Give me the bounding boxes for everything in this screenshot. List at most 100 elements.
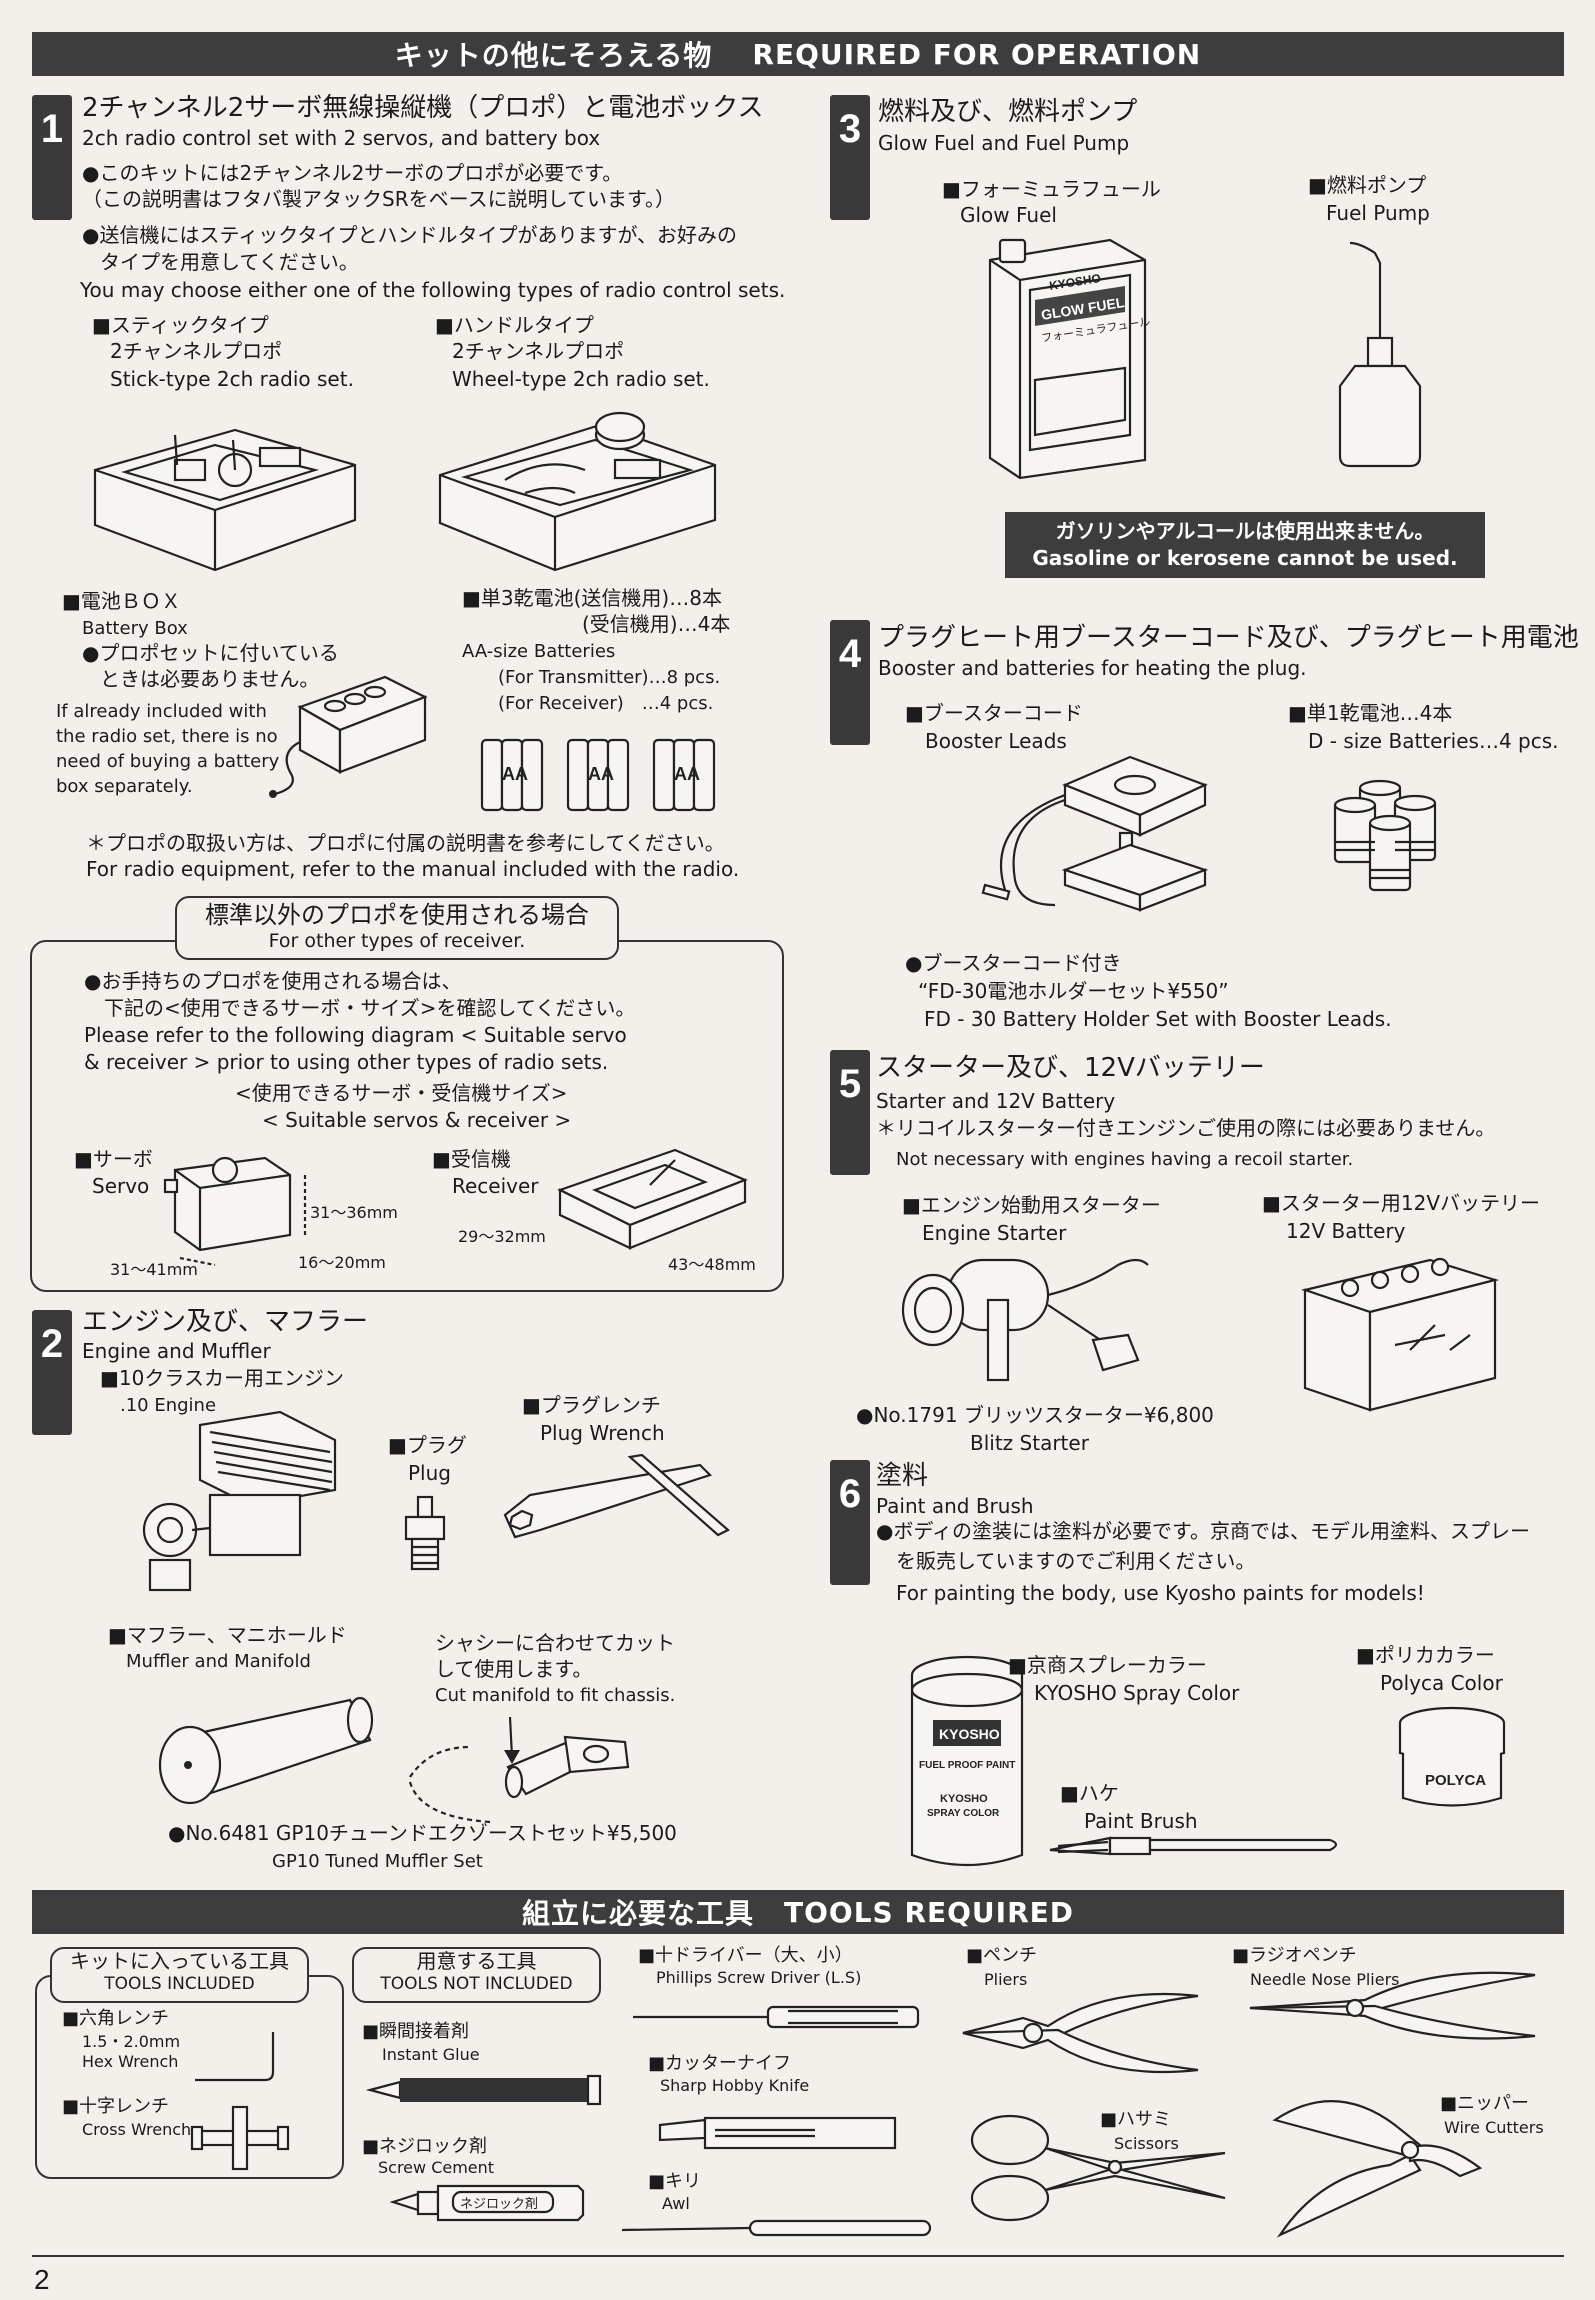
bottom-rule <box>32 2255 1564 2257</box>
tools-included-en: TOOLS INCLUDED <box>104 1974 255 1994</box>
paint-brush-en: Paint Brush <box>1084 1809 1198 1833</box>
glow-fuel-en: Glow Fuel <box>960 203 1057 227</box>
wheel-jp-b: 2チャンネルプロポ <box>452 339 625 363</box>
awl-en: Awl <box>662 2194 690 2213</box>
tools-included-title: キットに入っている工具 TOOLS INCLUDED <box>50 1947 309 2003</box>
fd30-en: FD - 30 Battery Holder Set with Booster … <box>924 1007 1392 1031</box>
stick-jp-a: ■スティックタイプ <box>92 313 269 337</box>
spray-can-line2: KYOSHO <box>940 1793 988 1805</box>
servo-jp: ■サーボ <box>74 1147 153 1171</box>
other-sub-en: < Suitable servos & receiver > <box>262 1108 572 1132</box>
warning-en: Gasoline or kerosene cannot be used. <box>1032 546 1458 570</box>
plug-wrench-en: Plug Wrench <box>540 1421 665 1445</box>
aa-en: AA-size Batteries <box>462 641 616 662</box>
scissors-illustration <box>970 2114 1226 2222</box>
paint-brush-jp: ■ハケ <box>1060 1781 1119 1805</box>
warning-jp: ガソリンやアルコールは使用出来ません。 <box>1055 519 1435 543</box>
aa-label-3: AA <box>674 764 700 784</box>
blitz-jp: ●No.1791 ブリッツスターター¥6,800 <box>856 1403 1214 1427</box>
tools-included-jp: キットに入っている工具 <box>70 1949 289 1973</box>
s1-manual-jp: ＊プロポの取扱い方は、プロポに付属の説明書を参考にしてください。 <box>86 831 725 855</box>
aa-label-1: AA <box>502 764 528 784</box>
glow-fuel-jp: ■フォーミュラフュール <box>942 177 1161 201</box>
s5-title-en: Starter and 12V Battery <box>876 1089 1116 1113</box>
servo-height: 31〜36mm <box>310 1203 398 1222</box>
d-batteries-illustration <box>1333 779 1437 892</box>
section-5-number: 5 <box>830 1050 870 1175</box>
screw-cement-en: Screw Cement <box>378 2158 495 2177</box>
battbox-note-en-4: box separately. <box>56 776 193 797</box>
muffler-set-jp: ●No.6481 GP10チューンドエクゾーストセット¥5,500 <box>168 1821 677 1845</box>
battery-box-illustration <box>269 675 428 798</box>
servo-illustration <box>163 1156 307 1267</box>
12v-battery-en: 12V Battery <box>1286 1219 1406 1243</box>
booster-cord-illustration <box>981 755 1209 912</box>
d-battery-jp: ■単1乾電池…4本 <box>1288 701 1453 725</box>
receiver-en: Receiver <box>452 1174 539 1198</box>
tools-banner: 組立に必要な工具 TOOLS REQUIRED <box>32 1890 1564 1934</box>
other-receiver-title: 標準以外のプロポを使用される場合 For other types of rece… <box>175 896 619 960</box>
spray-can-illustration: KYOSHO FUEL PROOF PAINT KYOSHO SPRAY COL… <box>910 1655 1024 1867</box>
s2-title-en: Engine and Muffler <box>82 1339 271 1363</box>
s1-note2-en: You may choose either one of the followi… <box>80 278 786 302</box>
other-sub-jp: <使用できるサーボ・受信機サイズ> <box>235 1081 568 1105</box>
s1-manual-en: For radio equipment, refer to the manual… <box>86 857 740 881</box>
tools-banner-jp: 組立に必要な工具 <box>521 1897 754 1930</box>
12v-battery-illustration <box>1301 1257 1500 1412</box>
section-2-number: 2 <box>32 1310 72 1435</box>
manifold-illustration <box>408 1716 630 1824</box>
spray-can-brand: KYOSHO <box>939 1726 1000 1742</box>
engine-jp: ■10クラスカー用エンジン <box>100 1366 344 1390</box>
section-3-number: 3 <box>830 95 870 220</box>
battbox-note-en-1: If already included with <box>56 701 267 722</box>
s6-title-en: Paint and Brush <box>876 1494 1034 1518</box>
fd30-jp-a: ●ブースターコード付き <box>905 951 1122 975</box>
plug-illustration <box>404 1495 446 1571</box>
receiver-depth: 29〜32mm <box>458 1227 546 1246</box>
awl-illustration <box>621 2219 932 2237</box>
tools-banner-en: TOOLS REQUIRED <box>783 1895 1075 1929</box>
screwdriver-jp: ■十ドライバー（大、小） <box>638 1945 853 1966</box>
d-battery-en: D - size Batteries…4 pcs. <box>1308 729 1559 753</box>
aa-jp-b: (受信機用)…4本 <box>582 612 731 636</box>
s1-note2-jp-b: タイプを用意してください。 <box>100 250 359 274</box>
cross-wrench-illustration <box>190 2105 290 2171</box>
fd30-jp-b: “FD-30電池ホルダーセット¥550” <box>918 979 1229 1003</box>
screw-cement-label: ネジロック剤 <box>460 2196 538 2212</box>
s6-note-jp-a: ●ボディの塗装には塗料が必要です。京商では、モデル用塗料、スプレー <box>876 1519 1531 1543</box>
needle-pliers-jp: ■ラジオペンチ <box>1232 1945 1357 1966</box>
s5-note-jp: ＊リコイルスターター付きエンジンご使用の際には必要ありません。 <box>876 1116 1496 1140</box>
pliers-en: Pliers <box>984 1970 1028 1989</box>
s3-title-en: Glow Fuel and Fuel Pump <box>878 131 1130 155</box>
12v-battery-jp: ■スターター用12Vバッテリー <box>1262 1191 1541 1215</box>
s1-note1-jp-a: ●このキットには2チャンネル2サーボのプロポが必要です。 <box>82 161 623 185</box>
cross-wrench-en: Cross Wrench <box>82 2120 192 2139</box>
hex-wrench-jp: ■六角レンチ <box>62 2008 170 2029</box>
instant-glue-jp: ■瞬間接着剤 <box>362 2021 470 2042</box>
screwdriver-en: Phillips Screw Driver (L.S) <box>656 1968 862 1987</box>
wire-cutters-jp: ■ニッパー <box>1440 2093 1530 2114</box>
section-1-number: 1 <box>32 95 72 220</box>
muffler-illustration <box>158 1696 374 1805</box>
other-line2-jp: 下記の<使用できるサーボ・サイズ>を確認してください。 <box>104 996 636 1020</box>
muffler-en: Muffler and Manifold <box>126 1651 311 1672</box>
top-banner-jp: キットの他にそろえる物 <box>394 39 713 72</box>
top-banner: キットの他にそろえる物 REQUIRED FOR OPERATION <box>32 32 1564 76</box>
servo-en: Servo <box>92 1174 150 1198</box>
fuel-pump-en: Fuel Pump <box>1326 201 1430 225</box>
s4-title-jp: プラグヒート用ブースターコード及び、プラグヒート用電池 <box>878 623 1579 653</box>
tools-not-included-en: TOOLS NOT INCLUDED <box>380 1974 573 1994</box>
booster-cord-en: Booster Leads <box>925 729 1067 753</box>
cross-wrench-jp: ■十字レンチ <box>62 2096 170 2117</box>
s5-title-jp: スターター及び、12Vバッテリー <box>876 1053 1265 1083</box>
s6-title-jp: 塗料 <box>876 1461 929 1491</box>
s1-title-jp: 2チャンネル2サーボ無線操縦機（プロポ）と電池ボックス <box>82 93 764 123</box>
muffler-set-en: GP10 Tuned Muffler Set <box>272 1851 483 1872</box>
wheel-en: Wheel-type 2ch radio set. <box>452 367 710 391</box>
pliers-jp: ■ペンチ <box>966 1945 1038 1966</box>
section-6-number: 6 <box>830 1460 870 1585</box>
screw-cement-jp: ■ネジロック剤 <box>362 2136 488 2157</box>
cut-manifold-jp-a: シャシーに合わせてカット <box>435 1631 675 1655</box>
starter-en: Engine Starter <box>922 1221 1067 1245</box>
servo-width: 31〜41mm <box>110 1260 198 1279</box>
